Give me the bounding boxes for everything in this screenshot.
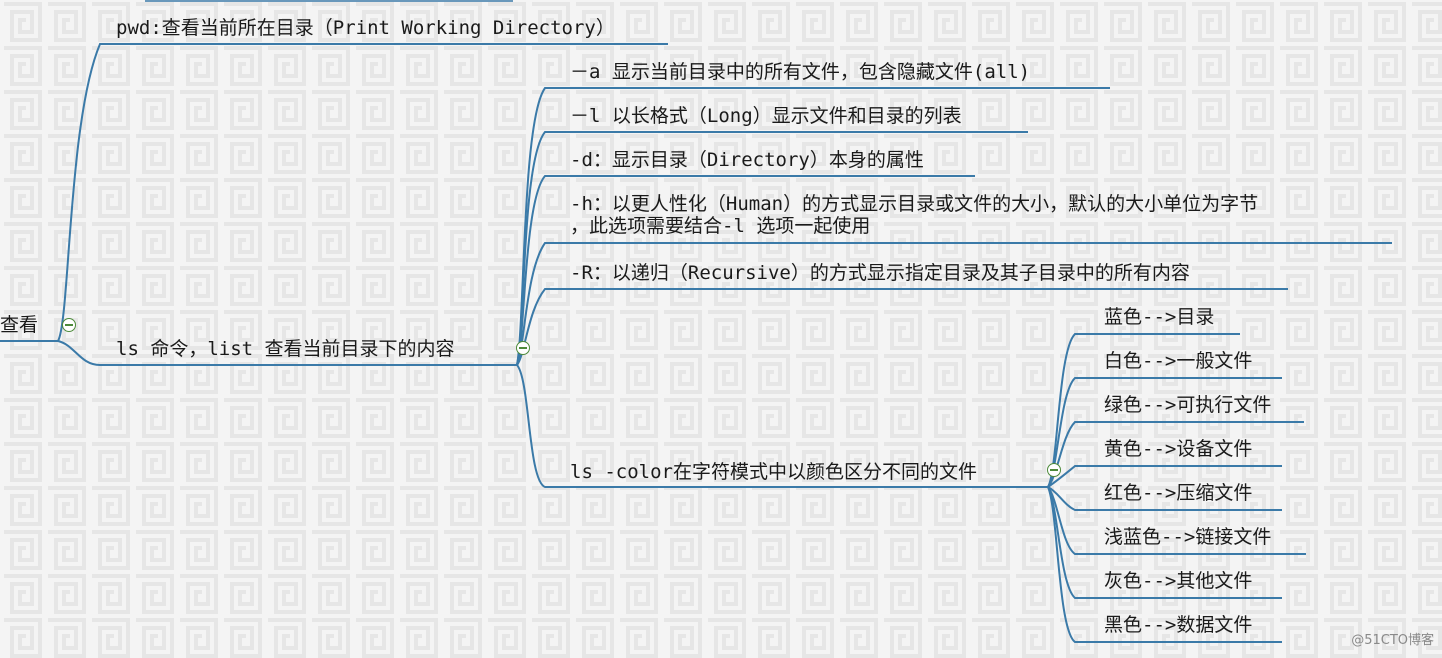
color-item-yellow[interactable]: 黄色-->设备文件: [1104, 438, 1253, 460]
color-item-lightblue[interactable]: 浅蓝色-->链接文件: [1104, 526, 1272, 548]
root-topic[interactable]: 查看: [0, 314, 39, 336]
color-item-green[interactable]: 绿色-->可执行文件: [1104, 394, 1272, 416]
link-root-ls: [57, 340, 517, 366]
color-item-white[interactable]: 白色-->一般文件: [1104, 350, 1253, 372]
color-item-blue[interactable]: 蓝色-->目录: [1104, 306, 1215, 328]
ls-option-h-line2: ，此选项需要结合-l 选项一起使用: [570, 215, 871, 237]
link-ls-color: [516, 364, 1048, 488]
ls-option-l[interactable]: －l 以长格式（Long）显示文件和目录的列表: [570, 105, 962, 127]
watermark: @51CTO博客: [1351, 633, 1434, 648]
minus-circle-icon[interactable]: [1047, 463, 1061, 477]
link-color-black: [1047, 486, 1282, 643]
ls-option-h-line1: -h：以更人性化（Human）的方式显示目录或文件的大小，默认的大小单位为字节: [570, 193, 1259, 215]
link-ls-R: [516, 288, 1288, 366]
color-item-black[interactable]: 黑色-->数据文件: [1104, 614, 1253, 636]
link-color-green: [1047, 421, 1304, 488]
link-color-white: [1047, 377, 1282, 488]
minus-circle-icon[interactable]: [516, 341, 530, 355]
color-item-gray[interactable]: 灰色-->其他文件: [1104, 570, 1253, 592]
ls-option-R[interactable]: -R：以递归（Recursive）的方式显示指定目录及其子目录中的所有内容: [570, 262, 1190, 284]
ls-option-a[interactable]: －a 显示当前目录中的所有文件，包含隐藏文件(all): [570, 61, 1031, 83]
ls-option-d[interactable]: -d：显示目录（Directory）本身的属性: [570, 149, 924, 171]
minus-circle-icon[interactable]: [62, 318, 76, 332]
link-ls-h: [516, 242, 1392, 366]
ls-topic[interactable]: ls 命令，list 查看当前目录下的内容: [116, 338, 455, 360]
pwd-topic[interactable]: pwd:查看当前所在目录（Print Working Directory）: [116, 17, 615, 39]
color-item-red[interactable]: 红色-->压缩文件: [1104, 482, 1253, 504]
link-color-yellow: [1047, 465, 1282, 488]
ls-option-h[interactable]: -h：以更人性化（Human）的方式显示目录或文件的大小，默认的大小单位为字节 …: [570, 193, 1370, 237]
link-color-red: [1047, 486, 1282, 511]
ls-color-topic[interactable]: ls -color在字符模式中以颜色区分不同的文件: [570, 461, 977, 483]
